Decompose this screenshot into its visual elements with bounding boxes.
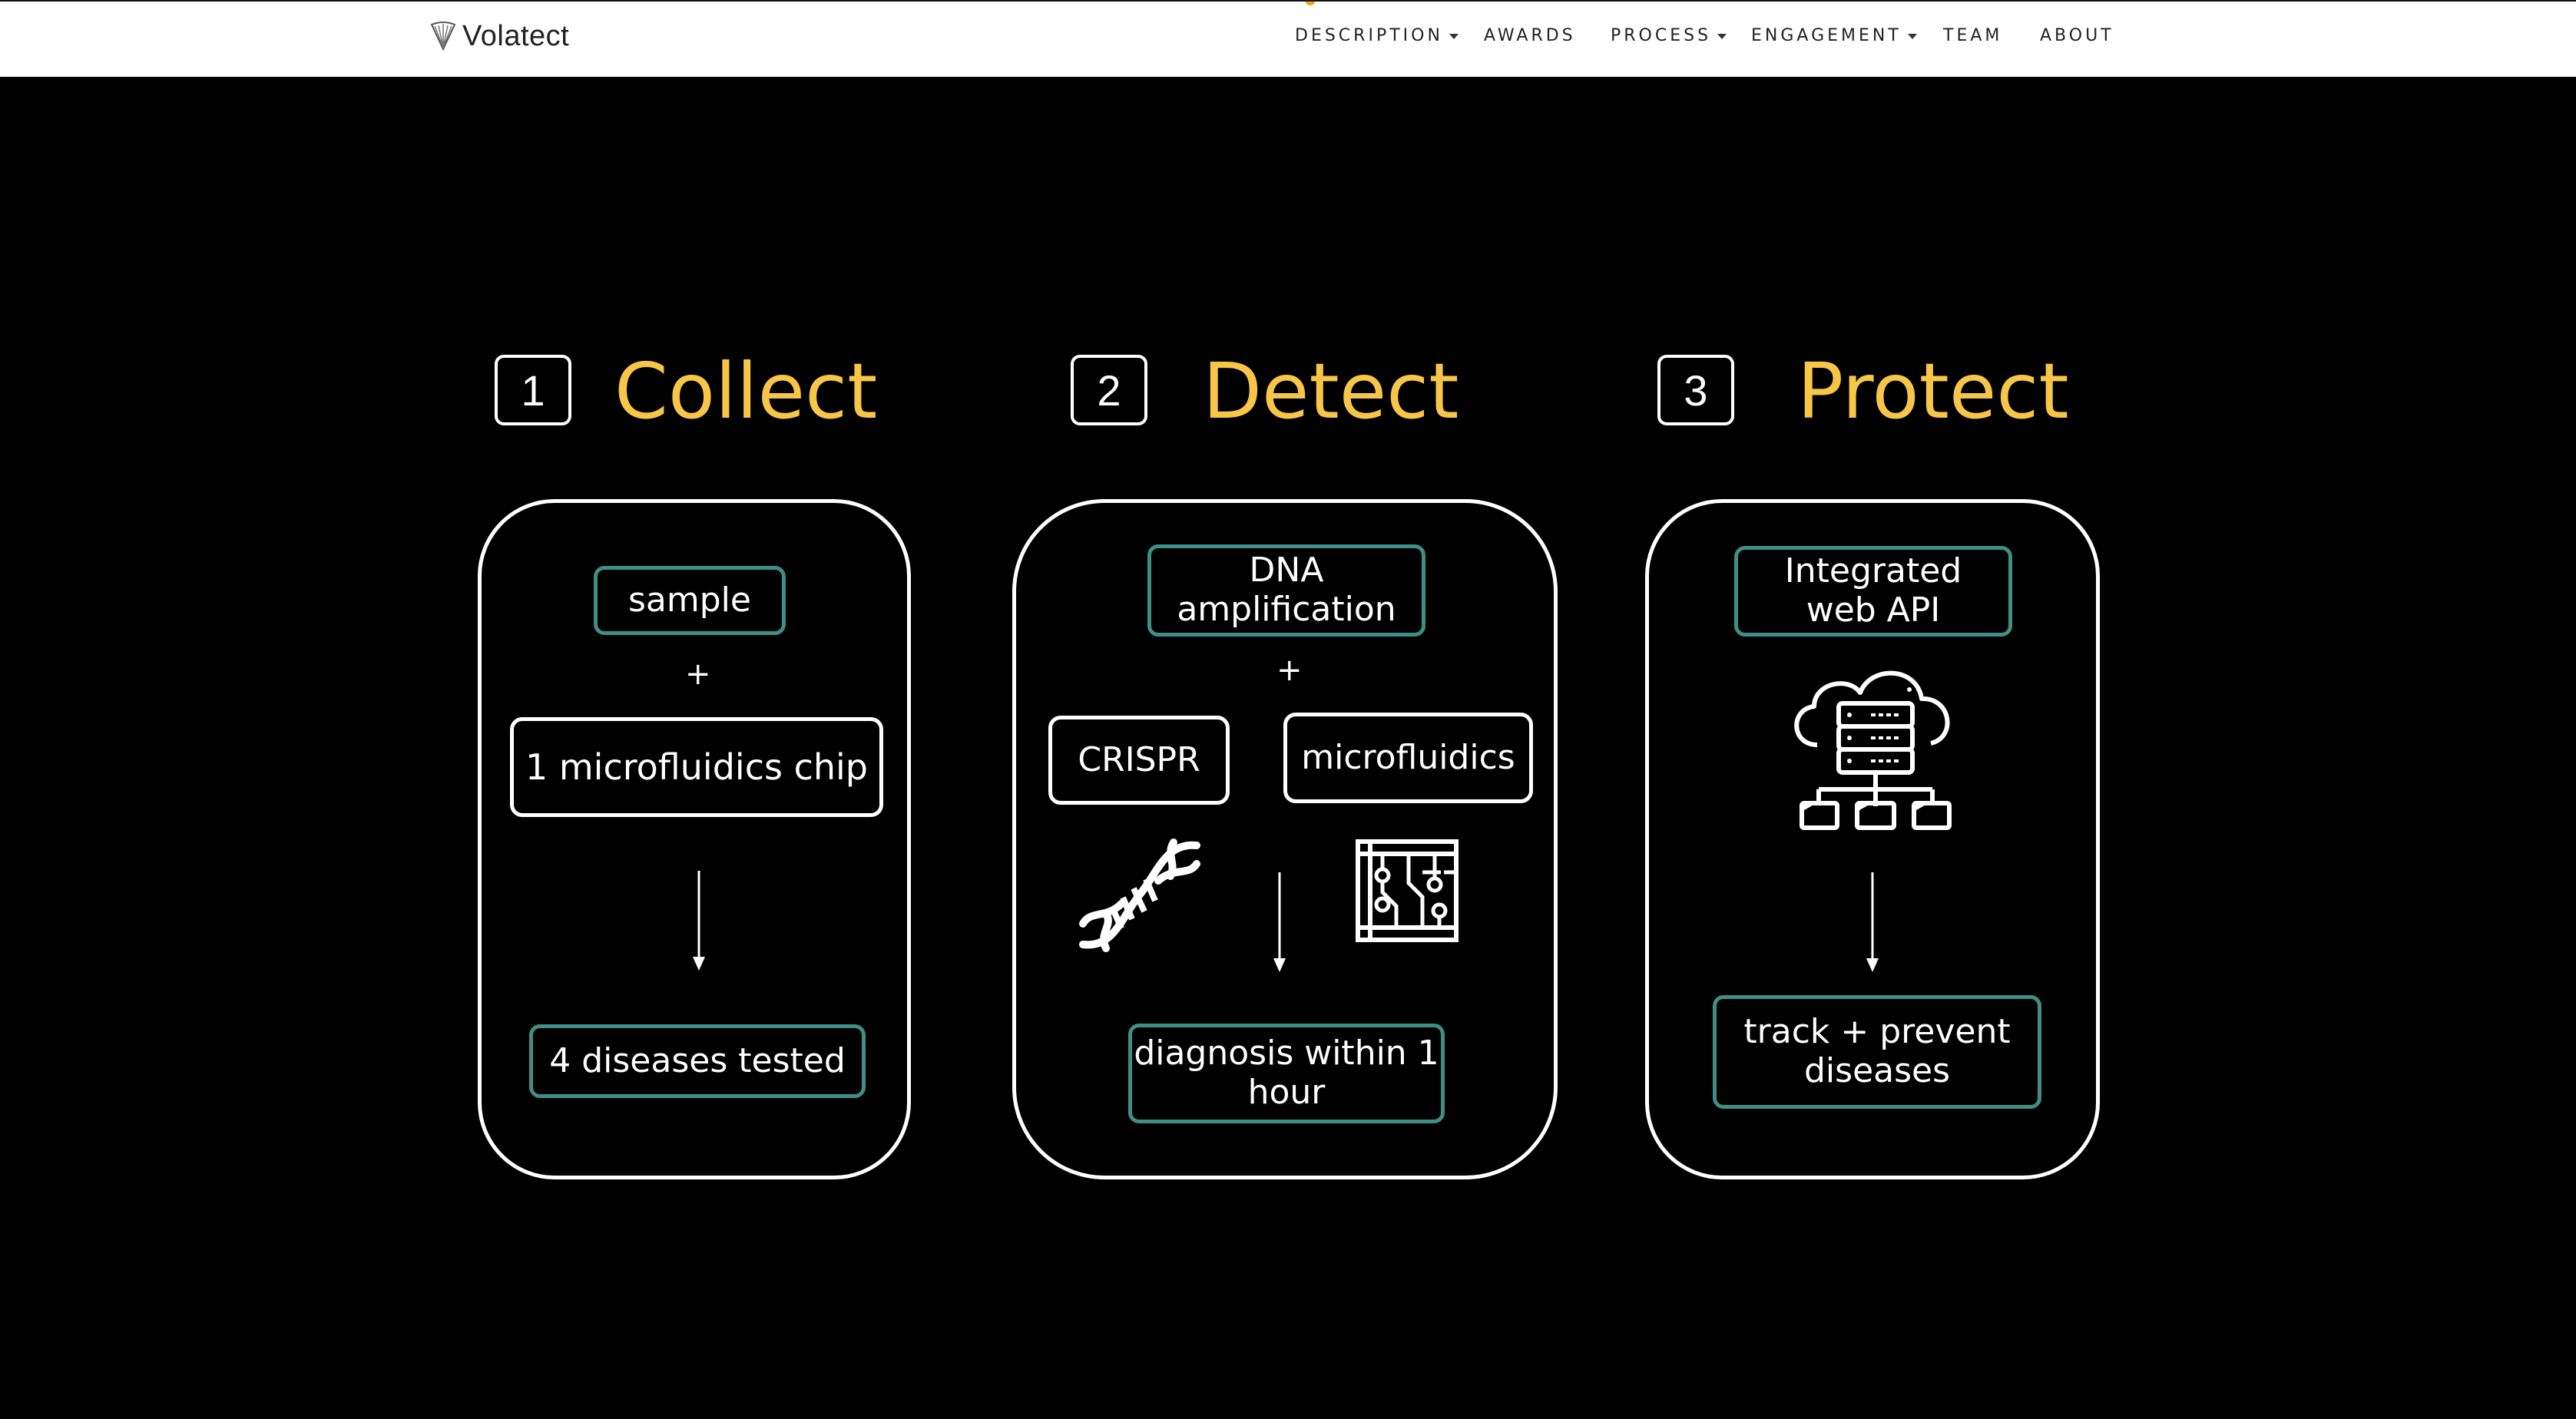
nav-item-process-label: PROCESS [1611,26,1712,45]
step-2-title: Detect [1203,346,1459,436]
circuit-board-icon [1356,839,1459,942]
track-prevent-box: track + prevent diseases [1713,995,2041,1109]
chevron-down-icon [1717,33,1727,39]
collect-panel [478,499,911,1179]
nav-item-awards-label: AWARDS [1484,26,1576,45]
nav-item-engagement[interactable]: ENGAGEMENT [1751,26,1917,45]
down-arrow-icon [1866,872,1879,972]
step-2-number: 2 [1071,355,1147,425]
nav-item-team[interactable]: TEAM [1943,26,2002,45]
nav-item-process[interactable]: PROCESS [1611,26,1727,45]
top-navbar: Volatect DESCRIPTION AWARDS PROCESS ENGA… [0,0,2576,77]
dna-amplification-box: DNA amplification [1147,544,1425,637]
logo-icon [430,22,456,51]
nav-item-description-label: DESCRIPTION [1295,26,1443,45]
microfluidics-box: microfluidics [1283,713,1533,803]
brand-logo-link[interactable]: Volatect [430,17,569,55]
protect-panel [1645,499,2100,1179]
plus-sign: + [685,657,711,692]
nav-accent-marker [1306,2,1315,5]
microfluidics-chip-box: 1 microfluidics chip [510,717,883,817]
step-1-number: 1 [495,355,571,425]
chevron-down-icon [1449,33,1459,39]
web-api-box: Integrated web API [1734,546,2012,637]
cloud-server-network-icon [1794,670,1952,830]
nav-item-engagement-label: ENGAGEMENT [1751,26,1902,45]
detect-panel [1012,499,1558,1179]
sample-box: sample [594,566,786,635]
chevron-down-icon [1907,33,1917,39]
down-arrow-icon [693,871,705,971]
plus-sign: + [1276,653,1303,688]
diagnosis-box: diagnosis within 1 hour [1128,1024,1445,1123]
nav-item-about[interactable]: ABOUT [2040,26,2114,45]
crispr-box: CRISPR [1048,716,1230,805]
dna-icon [1079,838,1200,952]
diseases-tested-box: 4 diseases tested [529,1024,866,1098]
nav-item-team-label: TEAM [1943,26,2003,45]
nav-item-about-label: ABOUT [2040,26,2114,45]
brand-name: Volatect [462,19,570,52]
nav-item-description[interactable]: DESCRIPTION [1295,26,1459,45]
step-3-title: Protect [1797,346,2069,436]
step-1-title: Collect [614,346,878,436]
nav-item-awards[interactable]: AWARDS [1484,26,1576,45]
down-arrow-icon [1273,872,1286,972]
step-3-number: 3 [1657,355,1734,425]
